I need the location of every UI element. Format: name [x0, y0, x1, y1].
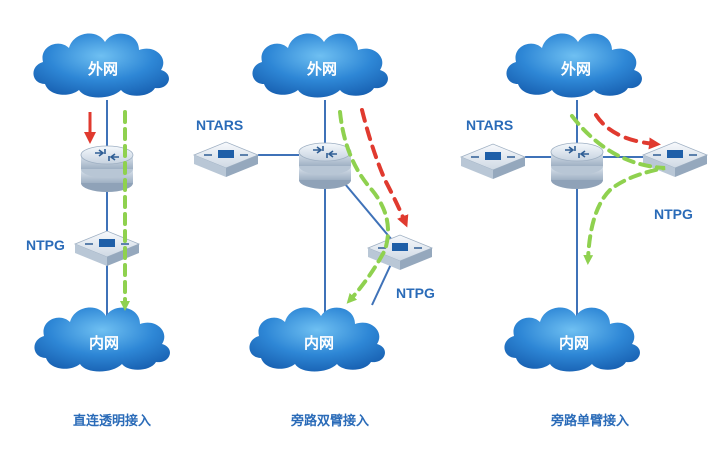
cloud-external-label: 外网 — [87, 60, 118, 78]
ntpg-label: NTPG — [26, 237, 65, 253]
caption-dual-arm: 旁路双臂接入 — [290, 413, 369, 429]
ntpg-label: NTPG — [654, 206, 693, 222]
scenario-transparent: 外网 NTPG 内网 直连透明接入 — [26, 33, 170, 429]
ntars-label: NTARS — [466, 117, 513, 133]
green-flow-arrow — [570, 114, 666, 265]
router-icon — [298, 142, 352, 190]
ntpg-device-icon — [74, 230, 140, 267]
ntpg-label: NTPG — [396, 285, 435, 301]
ntars-device-icon — [193, 141, 259, 178]
cloud-internal-label: 内网 — [559, 334, 589, 352]
cloud-external-label: 外网 — [306, 60, 337, 78]
cloud-internal-label: 内网 — [304, 334, 334, 352]
green-flow-arrow — [338, 110, 390, 304]
red-flow-arrow — [360, 108, 409, 228]
cloud-external-label: 外网 — [560, 60, 591, 78]
scenario-dual-arm: 外网 NTARS NTPG 内网 旁路双臂接入 — [193, 33, 435, 429]
link-line — [371, 261, 393, 306]
router-icon — [550, 142, 604, 190]
red-flow-arrow — [594, 113, 661, 150]
ntars-device-icon — [460, 143, 526, 180]
cloud-internal-label: 内网 — [89, 334, 119, 352]
scenario-single-arm: 外网 NTARS NTPG 内网 旁路单臂接入 — [460, 33, 708, 429]
ntpg-device-icon — [367, 234, 433, 271]
caption-transparent: 直连透明接入 — [73, 413, 151, 429]
link-line — [339, 177, 393, 241]
caption-single-arm: 旁路单臂接入 — [550, 413, 629, 429]
ntars-label: NTARS — [196, 117, 243, 133]
